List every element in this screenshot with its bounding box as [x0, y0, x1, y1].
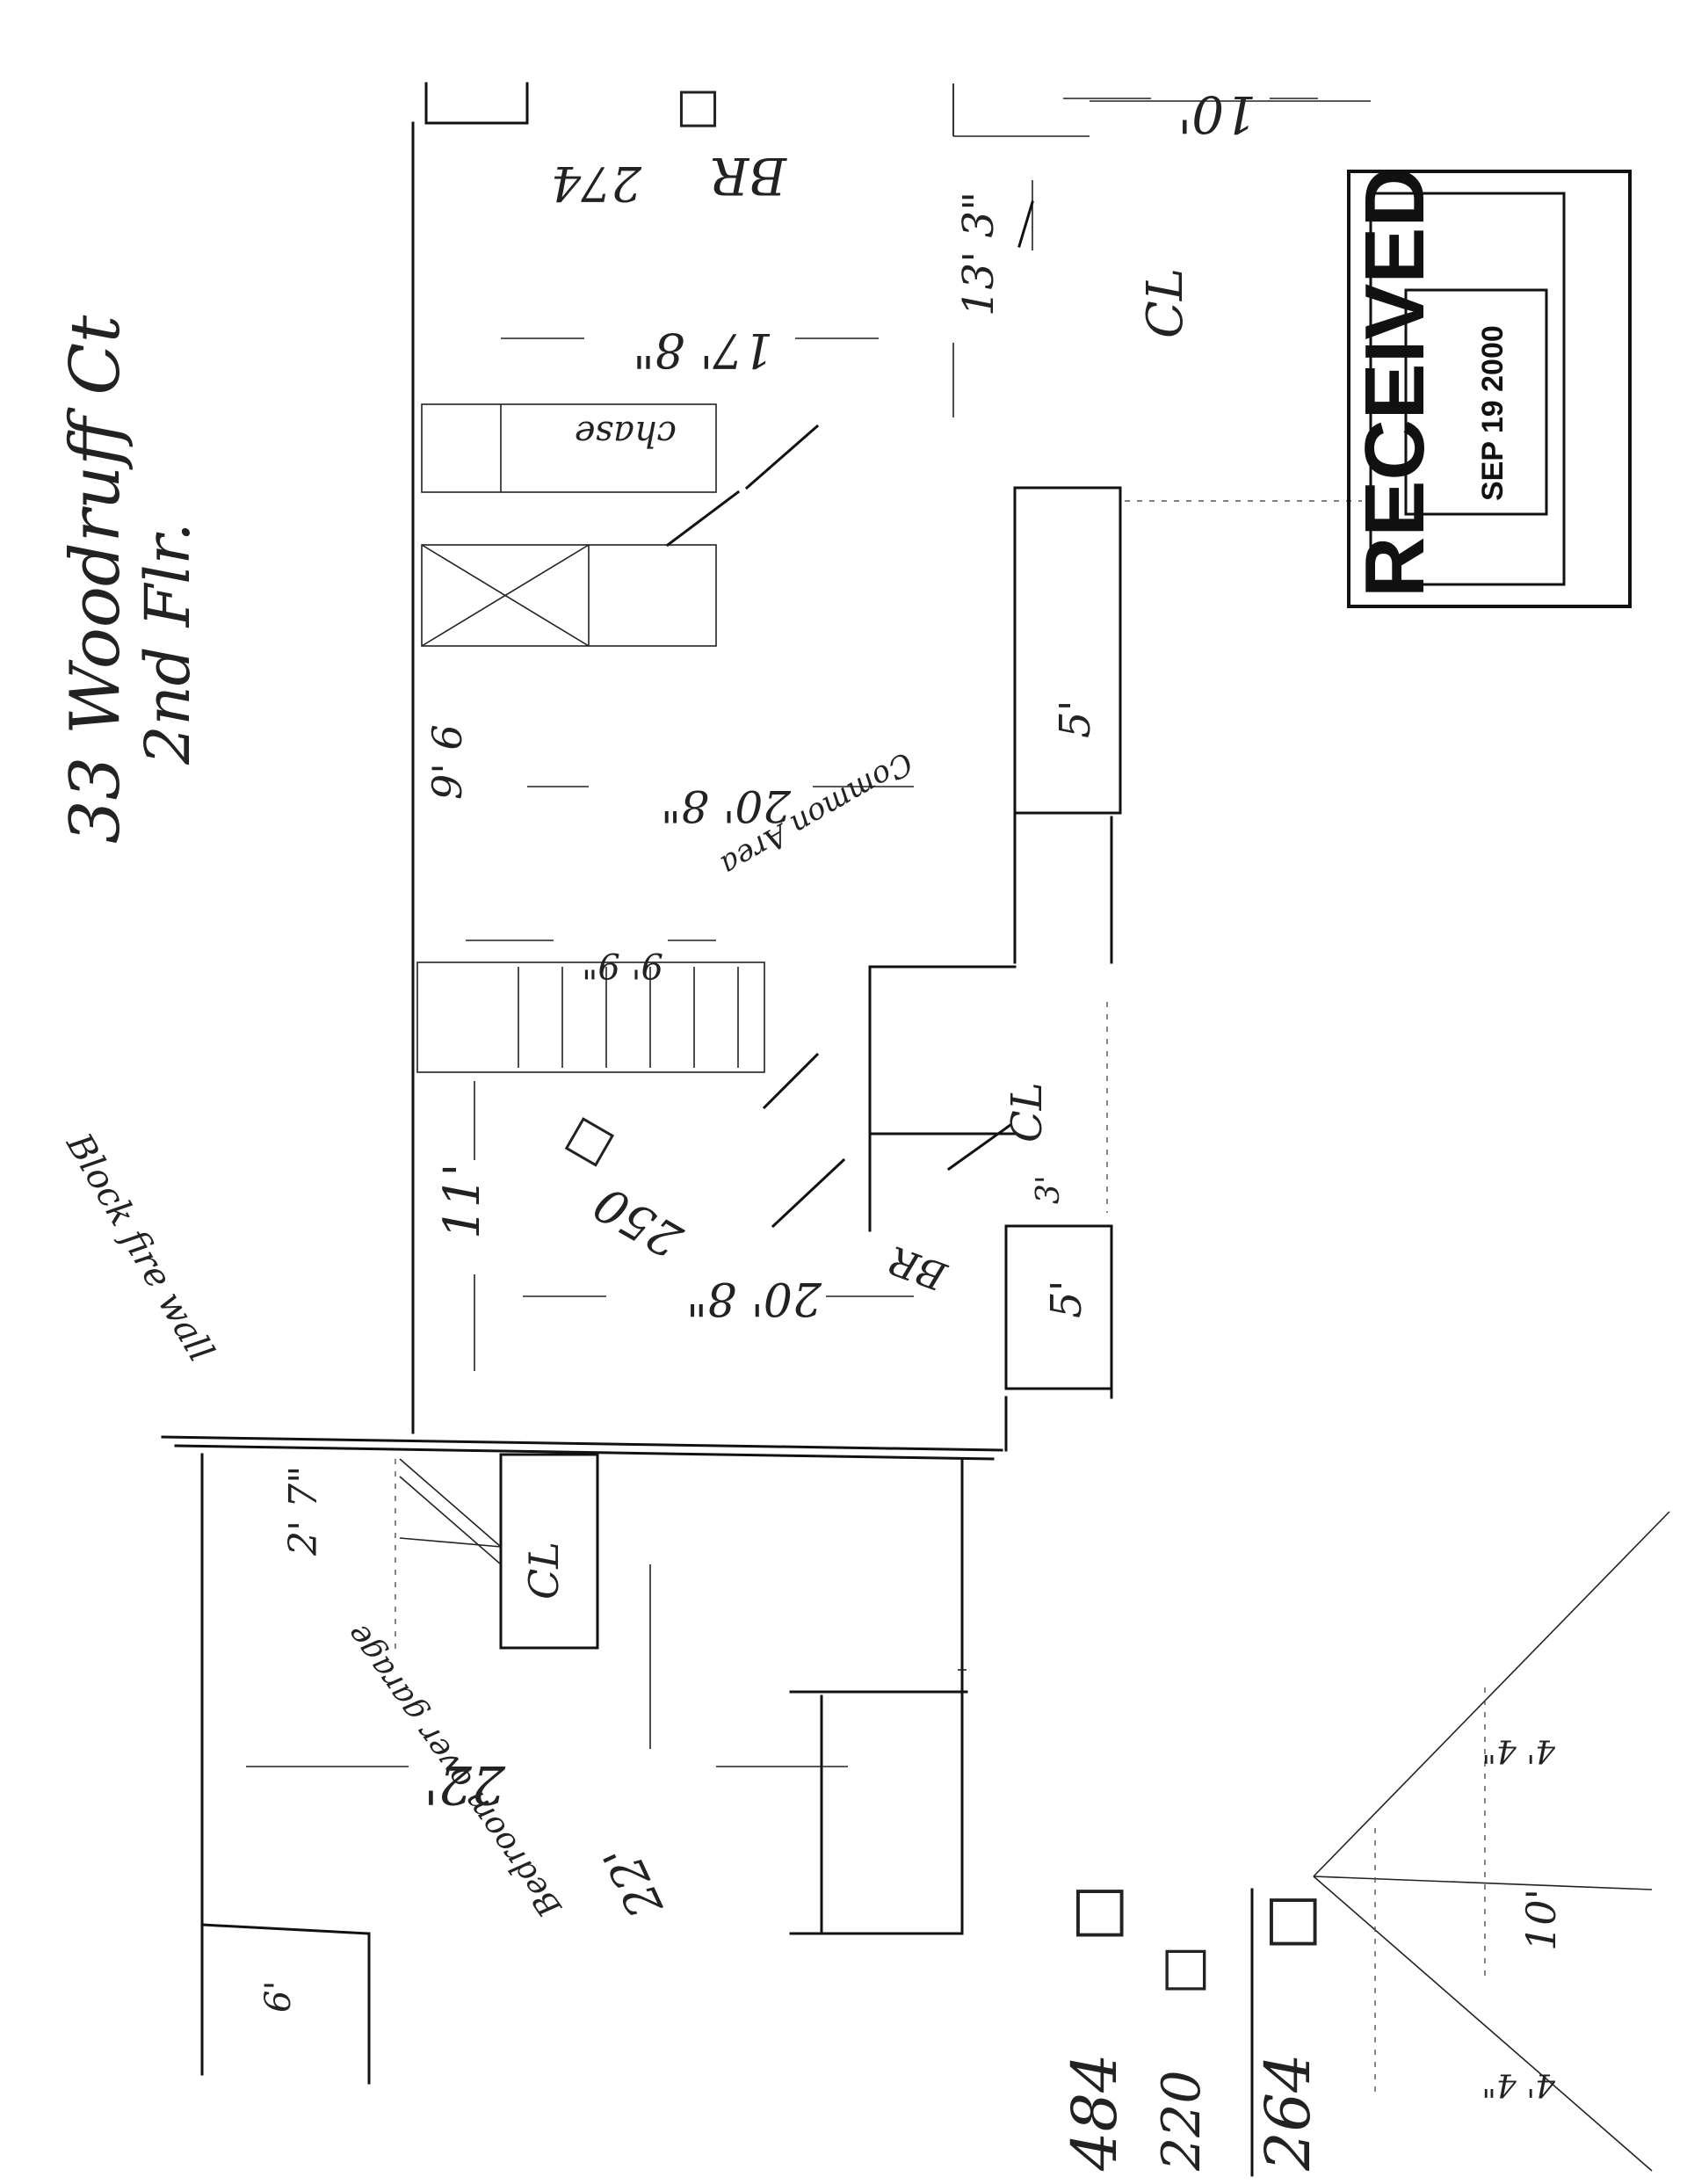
dim-20-8a: 20' 8"	[661, 780, 792, 831]
dim-9-9: 9' 9"	[582, 945, 663, 985]
bedroom-2-label: BR	[883, 1237, 953, 1299]
dim-3: 3'	[1031, 1175, 1067, 1204]
walls	[161, 82, 1670, 2172]
bedroom-1-label: BR	[711, 146, 787, 206]
stair-treads	[518, 967, 739, 1068]
dim-13-3: 13' 3"	[954, 192, 1003, 316]
closet-label-left: CL	[520, 1542, 568, 1600]
received-stamp: RECEIVED SEP 19 2000	[1347, 166, 1632, 608]
misc-labels: CL CL CL chase Block fire wall	[58, 268, 1194, 1600]
dim-22a: 22'	[424, 1753, 506, 1815]
title-floor: 2nd Flr.	[132, 522, 204, 765]
dim-2-7: 2' 7"	[281, 1466, 326, 1556]
dim-11: 11'	[434, 1163, 491, 1239]
area-total-220-unit: □	[1151, 1945, 1213, 1995]
bedroom-1-unit: □	[676, 85, 720, 141]
stamp-date: SEP 19 2000	[1476, 325, 1510, 501]
area-total-484: 484	[1059, 2053, 1131, 2172]
dim-5b: 5'	[1042, 1280, 1091, 1318]
dim-17-8: 17' 8"	[633, 323, 773, 378]
title-block: 33 Woodruff Ct 2nd Flr.	[56, 315, 204, 844]
closet-label-mid: CL	[1003, 1082, 1052, 1143]
bedroom-1-area: 274	[551, 156, 642, 211]
dim-4-4a: 4' 4"	[1481, 1732, 1556, 1768]
area-total-220: 220	[1151, 2070, 1213, 2172]
area-total-264: 264	[1252, 2053, 1324, 2172]
area-totals: 484 □ 220 □ 264 □	[1059, 1884, 1324, 2177]
dim-5a: 5'	[1051, 700, 1100, 738]
dim-9-6: 9' 6	[424, 724, 471, 800]
dim-10: 10'	[1177, 84, 1256, 144]
area-total-484-unit: □	[1059, 1884, 1131, 1942]
dim-20-8b: 20' 8"	[686, 1272, 822, 1324]
dim-22b: 22'	[592, 1836, 674, 1926]
closet-label-top: CL	[1137, 268, 1194, 338]
fire-wall-label: Block fire wall	[58, 1126, 221, 1368]
stamp-word: RECEIVED	[1348, 166, 1442, 598]
roof-section	[1313, 1511, 1670, 2172]
bedroom-2-area: 250	[585, 1175, 692, 1269]
dim-10b: 10'	[1517, 1889, 1565, 1951]
bedroom-2-unit: □	[554, 1110, 621, 1180]
title-address: 33 Woodruff Ct	[56, 315, 135, 844]
area-total-264-unit: □	[1252, 1893, 1324, 1951]
dim-6: 6'	[258, 1981, 299, 2013]
chase-label: chase	[575, 413, 677, 453]
dim-4-4b: 4' 4"	[1481, 2066, 1556, 2102]
